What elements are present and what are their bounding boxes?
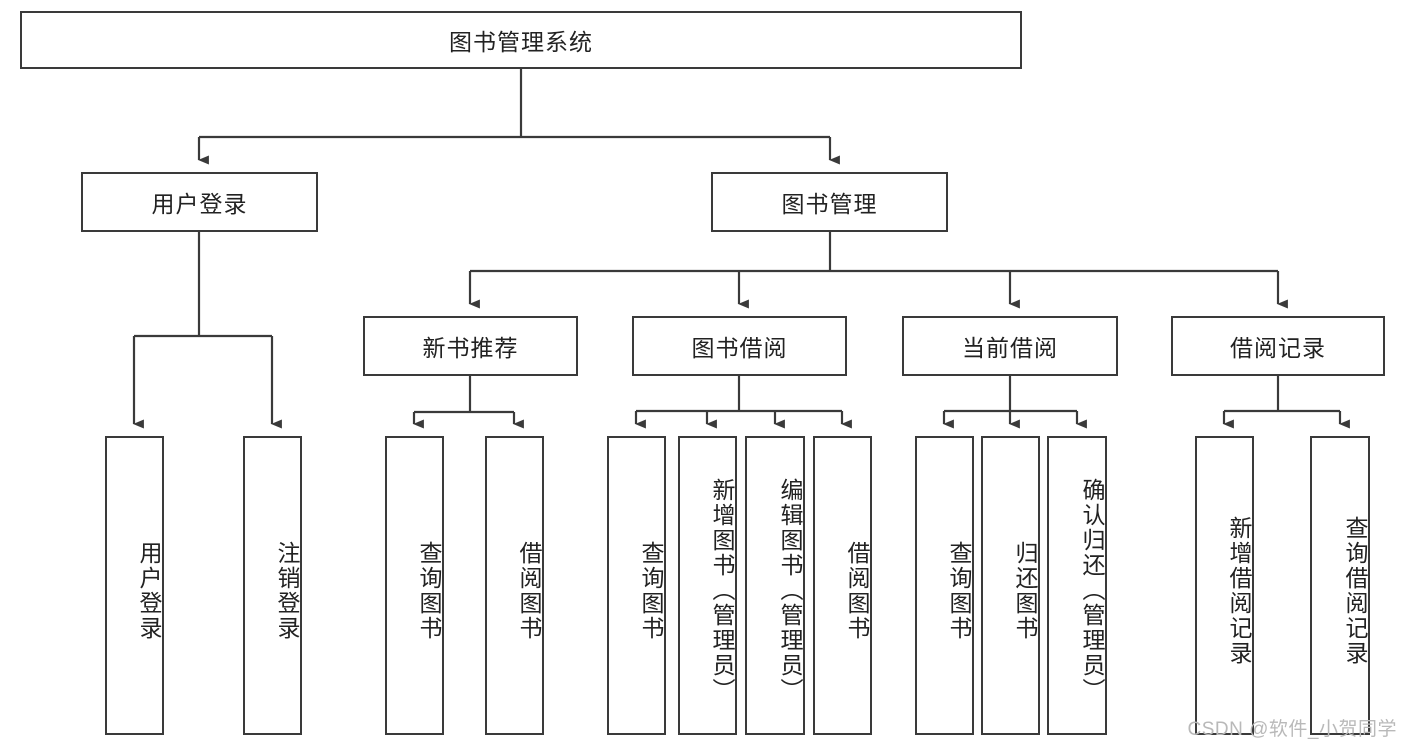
node-leaf-logout-label: 注销登录 bbox=[274, 540, 300, 641]
node-leaf-add-record[interactable]: 新增借阅记录 bbox=[1195, 436, 1254, 735]
watermark: CSDN @软件_小贺同学 bbox=[1187, 719, 1397, 740]
node-root[interactable]: 图书管理系统 bbox=[20, 11, 1022, 69]
node-leaf-query-record[interactable]: 查询借阅记录 bbox=[1310, 436, 1370, 735]
node-new-book-recommend[interactable]: 新书推荐 bbox=[363, 316, 578, 376]
node-leaf-query-book-3[interactable]: 查询图书 bbox=[915, 436, 974, 735]
node-book-management[interactable]: 图书管理 bbox=[711, 172, 948, 232]
node-leaf-user-login-label: 用户登录 bbox=[136, 540, 162, 641]
node-leaf-borrow-book-2[interactable]: 借阅图书 bbox=[813, 436, 872, 735]
node-leaf-confirm-return[interactable]: 确认归还（管理员） bbox=[1047, 436, 1107, 735]
node-borrow-record[interactable]: 借阅记录 bbox=[1171, 316, 1385, 376]
node-new-book-recommend-label: 新书推荐 bbox=[422, 335, 519, 361]
node-leaf-borrow-book-1-label: 借阅图书 bbox=[516, 540, 542, 641]
node-book-borrow[interactable]: 图书借阅 bbox=[632, 316, 847, 376]
node-leaf-logout[interactable]: 注销登录 bbox=[243, 436, 302, 735]
node-current-borrow-label: 当前借阅 bbox=[962, 335, 1058, 361]
node-book-borrow-label: 图书借阅 bbox=[691, 335, 788, 361]
node-leaf-query-book-1[interactable]: 查询图书 bbox=[385, 436, 444, 735]
node-root-label: 图书管理系统 bbox=[449, 29, 593, 55]
node-leaf-query-book-3-label: 查询图书 bbox=[946, 540, 972, 641]
node-current-borrow[interactable]: 当前借阅 bbox=[902, 316, 1118, 376]
node-leaf-return-book-label: 归还图书 bbox=[1012, 540, 1038, 641]
node-borrow-record-label: 借阅记录 bbox=[1230, 335, 1326, 361]
node-leaf-add-record-label: 新增借阅记录 bbox=[1226, 515, 1252, 666]
node-leaf-edit-book[interactable]: 编辑图书（管理员） bbox=[745, 436, 805, 735]
node-leaf-confirm-return-label: 确认归还（管理员） bbox=[1079, 478, 1105, 703]
node-leaf-borrow-book-2-label: 借阅图书 bbox=[844, 540, 870, 641]
node-leaf-return-book[interactable]: 归还图书 bbox=[981, 436, 1040, 735]
node-leaf-add-book-label: 新增图书（管理员） bbox=[709, 478, 735, 703]
node-leaf-user-login[interactable]: 用户登录 bbox=[105, 436, 164, 735]
node-user-login-label: 用户登录 bbox=[151, 191, 248, 217]
node-leaf-query-book-2-label: 查询图书 bbox=[638, 540, 664, 641]
node-book-management-label: 图书管理 bbox=[781, 191, 878, 217]
node-leaf-edit-book-label: 编辑图书（管理员） bbox=[777, 478, 803, 703]
node-leaf-query-book-2[interactable]: 查询图书 bbox=[607, 436, 666, 735]
node-leaf-borrow-book-1[interactable]: 借阅图书 bbox=[485, 436, 544, 735]
node-leaf-add-book[interactable]: 新增图书（管理员） bbox=[678, 436, 737, 735]
node-leaf-query-record-label: 查询借阅记录 bbox=[1342, 515, 1368, 666]
node-leaf-query-book-1-label: 查询图书 bbox=[416, 540, 442, 641]
node-user-login[interactable]: 用户登录 bbox=[81, 172, 318, 232]
